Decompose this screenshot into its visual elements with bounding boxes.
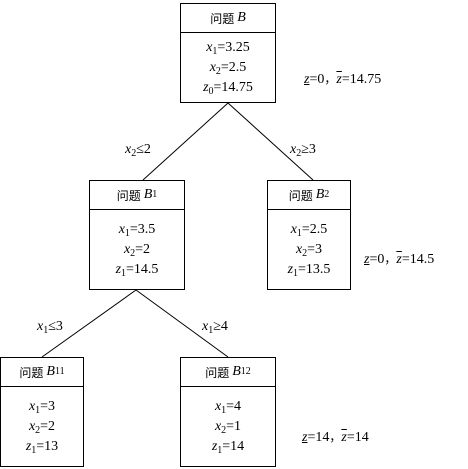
- value-line: x2=2: [28, 419, 56, 436]
- edge-label-b-b2: x2≥3: [290, 142, 316, 159]
- value-line: x2=1: [214, 419, 242, 436]
- edge-b1-to-b11: [41, 289, 137, 358]
- edge-label-b1-b12: x1≥4: [202, 319, 228, 336]
- edge-b1-to-b12: [135, 289, 229, 358]
- edge-label-b1-b11: x1≤3: [37, 319, 63, 336]
- node-b12-values: x1=4 x2=1 z1=14: [181, 387, 275, 467]
- value-line: z1=14: [211, 439, 245, 456]
- node-b2-values: x1=2.5 x2=3 z1=13.5: [268, 210, 350, 290]
- node-b-values: x1=3.25 x2=2.5 z0=14.75: [181, 33, 275, 103]
- value-line: x1=2.5: [290, 222, 328, 239]
- edge-b-to-b1: [142, 102, 229, 181]
- edge-b-to-b2: [227, 102, 314, 181]
- value-line: z0=14.75: [203, 80, 253, 97]
- value-line: z1=13.5: [287, 262, 331, 279]
- value-line: x1=4: [214, 399, 242, 416]
- value-line: x1=3.25: [206, 40, 250, 57]
- value-line: x2=3: [295, 242, 323, 259]
- value-line: x2=2.5: [209, 60, 247, 77]
- bounds-level1: z=0，z=14.75: [304, 72, 382, 87]
- value-line: z1=13: [25, 439, 59, 456]
- value-line: x1=3.5: [118, 222, 156, 239]
- value-line: x2=2: [123, 242, 151, 259]
- edge-label-b-b1: x2≤2: [125, 142, 151, 159]
- bounds-level2: z=0，z=14.5: [364, 252, 435, 267]
- value-line: x1=3: [28, 399, 56, 416]
- node-b11-values: x1=3 x2=2 z1=13: [1, 387, 83, 467]
- bounds-level3: z=14，z=14: [302, 430, 369, 445]
- value-line: z1=14.5: [115, 262, 159, 279]
- node-b1-values: x1=3.5 x2=2 z1=14.5: [90, 210, 184, 290]
